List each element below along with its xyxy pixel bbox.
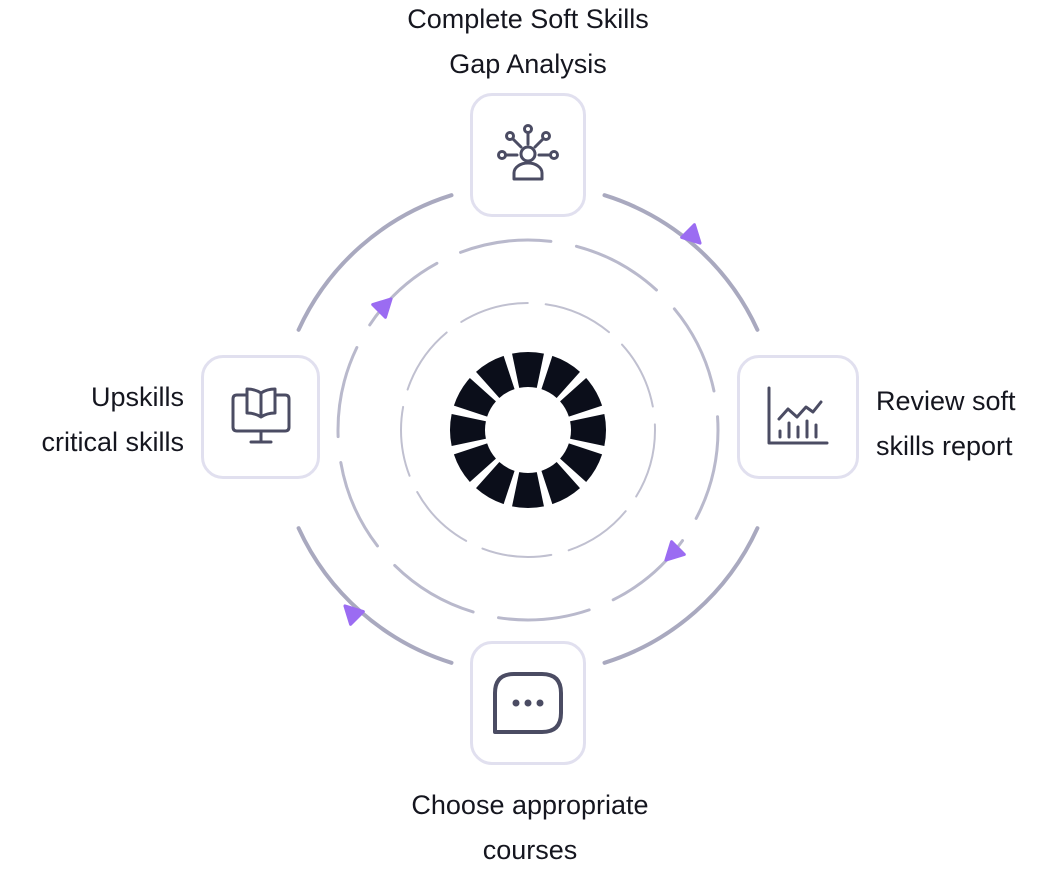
logo-segment <box>450 414 486 446</box>
step-box-left <box>201 355 320 479</box>
step-label-bottom: Choose appropriate courses <box>330 783 730 873</box>
logo-segment <box>512 352 544 388</box>
center-logo <box>448 350 608 510</box>
middle-dashed-ring <box>336 238 720 622</box>
step-label-left-line1: Upskills <box>90 382 184 412</box>
step-label-left: Upskills critical skills <box>12 375 184 465</box>
flow-arrow-4 <box>371 297 393 319</box>
logo-segment <box>541 355 580 398</box>
logo-segment <box>476 355 515 398</box>
step-label-right-line1: Review soft <box>876 386 1016 416</box>
step-label-top-line1: Complete Soft Skills <box>407 4 649 34</box>
logo-segment <box>453 443 496 482</box>
flow-arrow-2 <box>664 540 686 562</box>
logo-segment <box>453 378 496 417</box>
logo-segment <box>512 472 544 508</box>
step-label-bottom-line2: courses <box>482 835 578 865</box>
inner-dashed-ring <box>400 302 656 558</box>
logo-segment <box>476 462 515 505</box>
logo-segment <box>570 414 606 446</box>
segmented-ring-logo-icon <box>450 352 606 508</box>
step-label-left-line2: critical skills <box>41 427 184 457</box>
step-label-bottom-line1: Choose appropriate <box>411 790 649 820</box>
step-label-top-line2: Gap Analysis <box>449 49 607 79</box>
flow-arrow-1 <box>680 223 702 245</box>
person-network-icon <box>497 124 559 181</box>
step-label-right-line2: skills report <box>876 431 1013 461</box>
flow-arrows <box>343 223 702 626</box>
bar-chart-trend-icon <box>767 386 829 445</box>
step-box-bottom <box>470 641 586 765</box>
step-box-top <box>470 93 586 217</box>
flow-arrow-3 <box>343 604 365 626</box>
monitor-book-icon <box>231 387 290 444</box>
logo-segment <box>560 443 603 482</box>
step-box-right <box>737 355 859 479</box>
logo-segment <box>541 462 580 505</box>
step-label-right: Review soft skills report <box>876 379 1016 469</box>
chat-bubble-icon <box>493 672 563 734</box>
logo-segment <box>560 378 603 417</box>
step-label-top: Complete Soft Skills Gap Analysis <box>328 0 728 87</box>
